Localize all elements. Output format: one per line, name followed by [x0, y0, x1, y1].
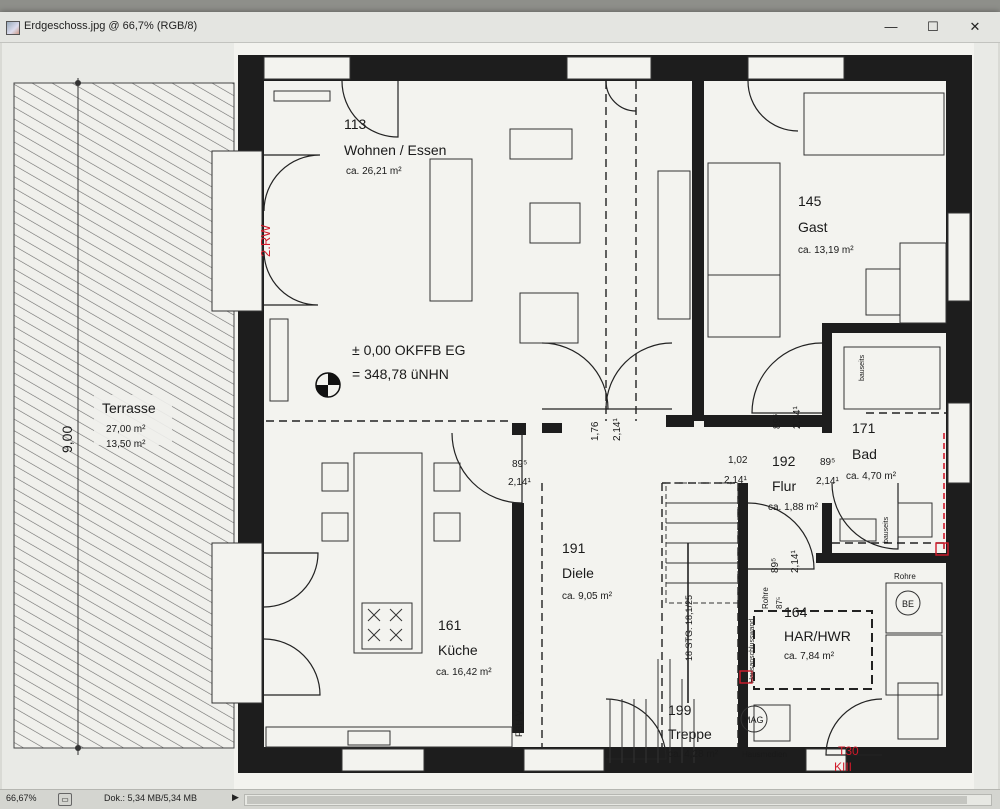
door-5-width: 89⁵ [772, 414, 783, 429]
red-connection-box-2 [739, 670, 753, 684]
furniture [265, 90, 947, 748]
zoom-level-field[interactable]: 66,67% [6, 793, 37, 803]
room-name-diele: Diele [562, 565, 594, 581]
fbh-label: FBH-V [514, 710, 524, 737]
door-2-height: 2,14¹ [612, 418, 623, 441]
room-area-gast: ca. 13,19 m² [798, 245, 854, 256]
door-1-width: 89⁵ [512, 459, 527, 470]
bauseits-label-2: bauseits [883, 516, 890, 543]
status-bar: 66,67% ▭ Dok.: 5,34 MB/5,34 MB ▶ [0, 789, 1000, 809]
mag-label: MAG [743, 715, 764, 725]
room-number-kueche: 161 [438, 617, 462, 633]
door-5-height: 2,14¹ [792, 406, 803, 429]
room-name-wohnen: Wohnen / Essen [344, 142, 446, 158]
door-7-width: 87⁵ [775, 597, 784, 609]
t30-label: T30 [838, 744, 859, 758]
window-openings [211, 56, 971, 772]
photoshop-document-icon [6, 21, 20, 35]
door-7-height: Rohre [761, 587, 770, 609]
close-button[interactable]: ✕ [969, 19, 981, 34]
room-number-wohnen: 113 [344, 116, 367, 132]
hausanschluss-label: Hausanschlusswand [749, 619, 756, 683]
document-size-info: Dok.: 5,34 MB/5,34 MB [104, 793, 198, 803]
door-3-width: 1,02 [728, 455, 748, 466]
terrasse-area-2: 13,50 m² [106, 439, 146, 450]
document-canvas[interactable]: 113 Wohnen / Essen ca. 26,21 m² 145 Gast… [2, 43, 998, 789]
level-line-2: = 348,78 üNHN [352, 366, 449, 382]
room-number-treppe: 199 [668, 702, 692, 718]
window-title: Erdgeschoss.jpg @ 66,7% (RGB/8) [24, 20, 198, 32]
room-area-flur: ca. 1,88 m² [768, 502, 819, 513]
interior-walls [512, 81, 946, 748]
door-4-width: 89⁵ [820, 457, 835, 468]
room-name-treppe: Treppe [668, 726, 712, 742]
room-name-flur: Flur [772, 478, 796, 494]
door-3-height: 2,14¹ [724, 475, 747, 486]
room-name-kueche: Küche [438, 642, 478, 658]
maximize-button[interactable]: ☐ [927, 19, 939, 34]
room-area-wohnen: ca. 26,21 m² [346, 166, 402, 177]
red-connection-box [935, 542, 949, 556]
room-number-har: 164 [784, 604, 808, 620]
room-name-bad: Bad [852, 446, 877, 462]
room-area-treppe: ca. 4,28 m² [668, 749, 719, 760]
room-area-har: ca. 7,84 m² [784, 651, 835, 662]
room-name-har: HAR/HWR [784, 628, 851, 644]
room-number-bad: 171 [852, 420, 876, 436]
door-6-height: 2,14¹ [790, 550, 801, 573]
image-viewer-window: Erdgeschoss.jpg @ 66,7% (RGB/8) — ☐ ✕ [0, 12, 1000, 809]
room-number-flur: 192 [772, 453, 796, 469]
room-area-bad: ca. 4,70 m² [846, 471, 897, 482]
document-status-icon[interactable]: ▭ [58, 793, 72, 806]
bauseits-label-1: bauseits [859, 354, 866, 381]
door-1-height: 2,14¹ [508, 477, 531, 488]
floor-plan-drawing: 113 Wohnen / Essen ca. 26,21 m² 145 Gast… [13, 43, 974, 789]
kiii-label: KIII [834, 760, 852, 774]
stair-label: 18 STG. 18,1/25 [684, 595, 694, 661]
room-area-kueche: ca. 16,42 m² [436, 667, 492, 678]
horizontal-scrollbar-thumb[interactable] [247, 796, 967, 804]
door-swings [263, 80, 899, 760]
hausmedien-label: Hausmedien [742, 750, 787, 759]
door-4-height: 2,14¹ [816, 476, 839, 487]
minimize-button[interactable]: — [884, 19, 898, 34]
rw-label: 2.RW [258, 224, 273, 257]
terrasse-name: Terrasse [102, 400, 156, 416]
terrasse-dimension: 9,00 [59, 426, 75, 453]
rohre-label: Rohre [894, 572, 916, 581]
hwr-marker-box [753, 610, 873, 690]
room-area-diele: ca. 9,05 m² [562, 591, 613, 602]
stair-lines [609, 482, 739, 763]
door-6-width: 89⁵ [770, 558, 781, 573]
level-line-1: ± 0,00 OKFFB EG [352, 342, 466, 358]
room-number-gast: 145 [798, 193, 822, 209]
level-marker-symbol [315, 372, 341, 398]
be-label: BE [902, 599, 914, 609]
door-2-width: 1,76 [590, 421, 601, 441]
terrace-area [13, 78, 235, 755]
status-menu-arrow-icon[interactable]: ▶ [232, 792, 239, 802]
room-name-gast: Gast [798, 219, 828, 235]
horizontal-scrollbar[interactable] [244, 794, 992, 806]
title-bar[interactable]: Erdgeschoss.jpg @ 66,7% (RGB/8) — ☐ ✕ [0, 12, 1000, 43]
terrasse-area-1: 27,00 m² [106, 424, 146, 435]
room-number-diele: 191 [562, 540, 586, 556]
plan-paper [234, 43, 974, 789]
